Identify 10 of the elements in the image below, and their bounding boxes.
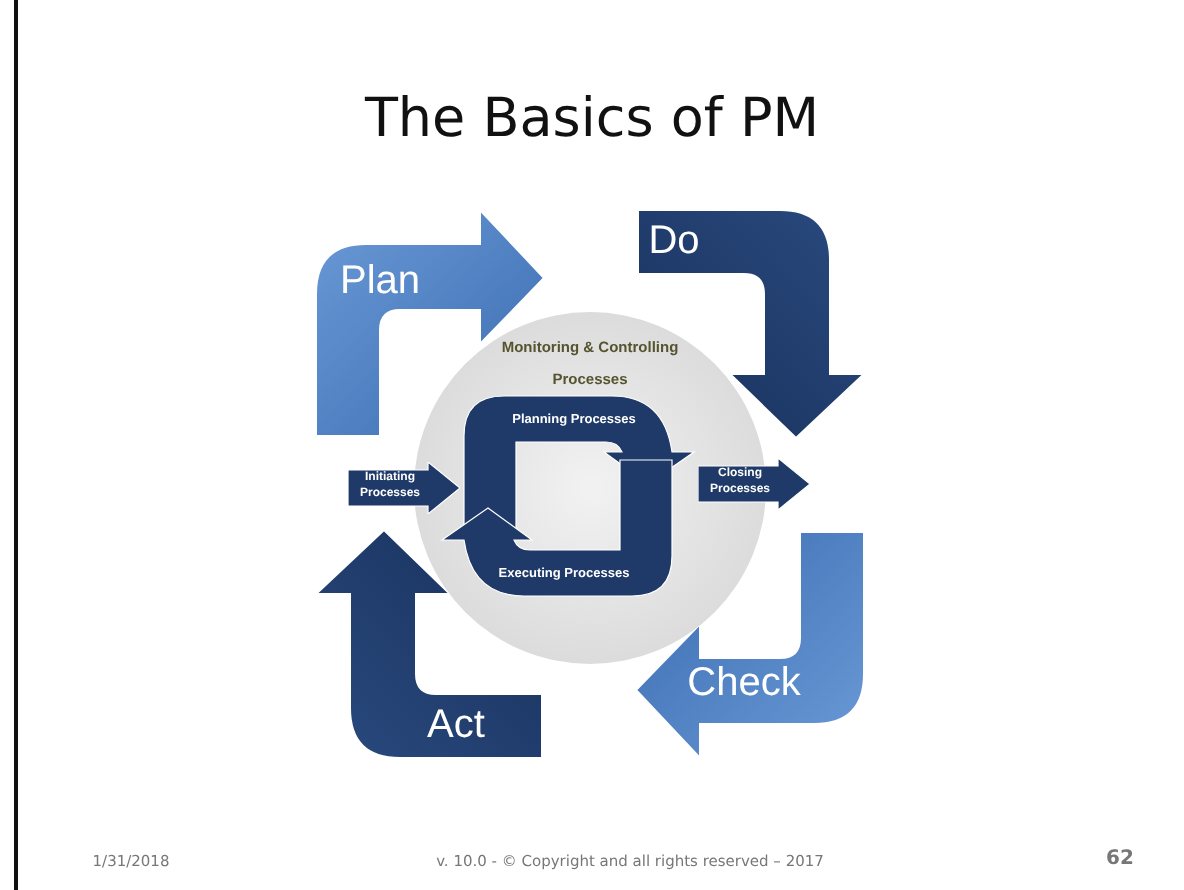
cycle-segment [442,460,672,596]
cycle-arrow [636,532,864,758]
process-tag [698,458,810,510]
arrow-label: Check [687,661,801,707]
page-number: 62 [1104,848,1136,872]
slide-title: The Basics of PM [362,88,822,150]
arrow-label: Act [427,703,485,749]
process-tag [348,462,460,514]
arrow-label: Plan [339,259,421,305]
arrow-label: Do [648,219,700,265]
